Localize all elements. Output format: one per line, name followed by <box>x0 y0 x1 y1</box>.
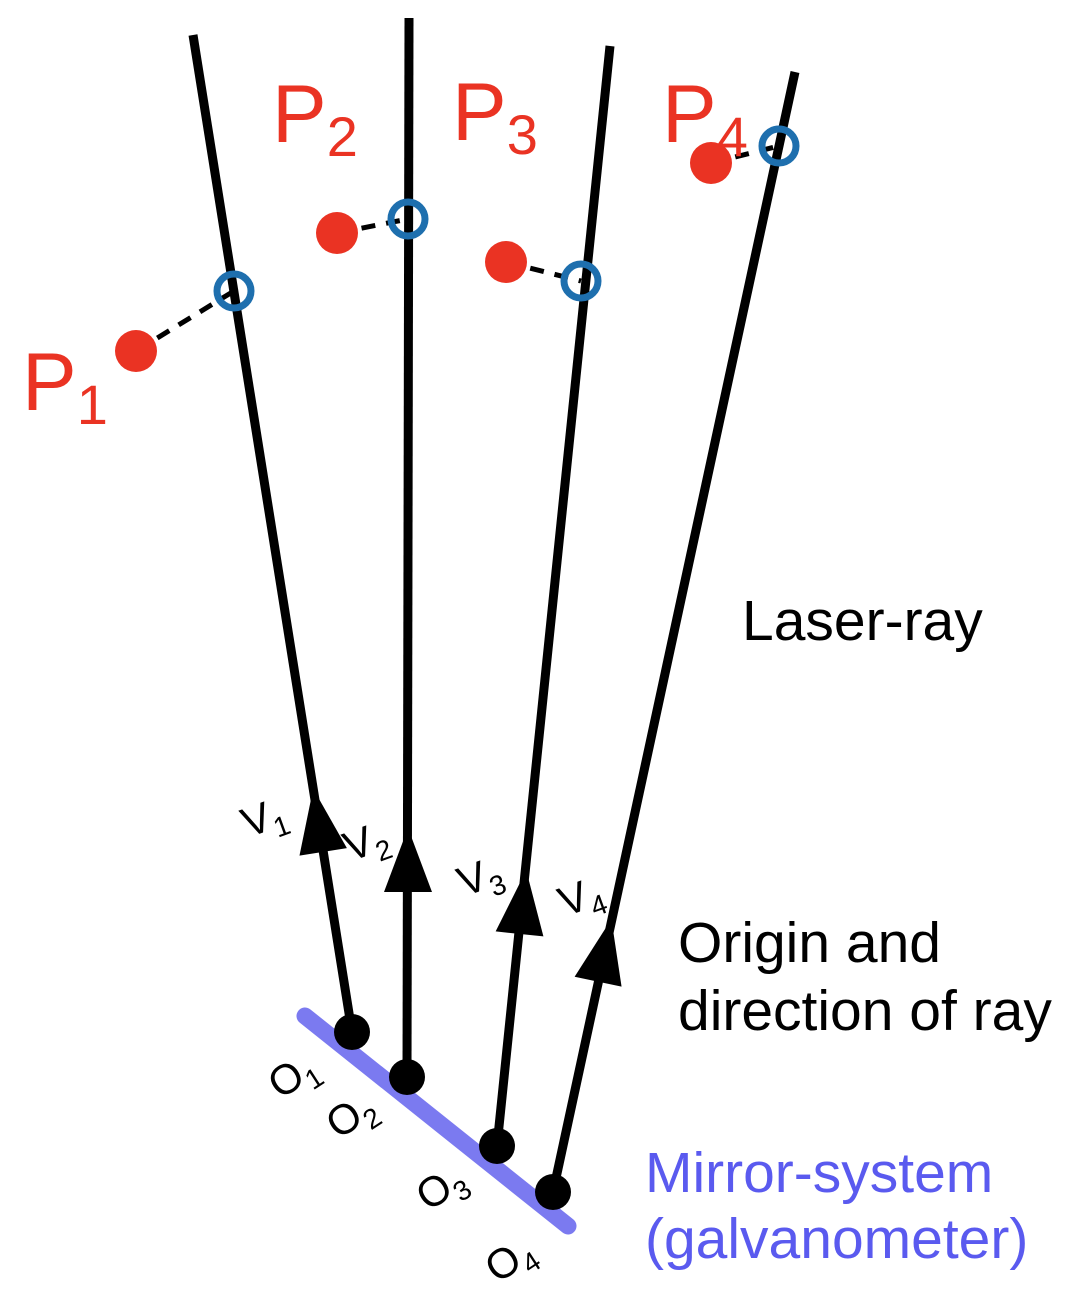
laser-ray-4 <box>548 71 800 1193</box>
direction-arrow-v2 <box>384 828 432 892</box>
mirror-system-line <box>296 1007 577 1235</box>
target-point-p1 <box>115 330 157 372</box>
origin-annotation-line2: direction of ray <box>678 979 1052 1043</box>
mirror-annotation-line1: Mirror-system <box>645 1141 993 1205</box>
direction-arrow-v4 <box>574 919 622 987</box>
laser-ray-1 <box>188 34 357 1033</box>
direction-label-v3: V3 <box>451 846 510 912</box>
closest-point-ring-1 <box>213 270 255 312</box>
laser-ray-2 <box>402 17 414 1078</box>
point-label-p3: P3 <box>452 67 538 166</box>
direction-label-v1: V1 <box>235 787 294 853</box>
closest-point-ring-3 <box>560 260 602 302</box>
direction-arrow-v3 <box>495 870 544 937</box>
target-point-p2 <box>316 212 358 254</box>
point-label-p1: P1 <box>22 337 108 436</box>
connector-p1 <box>134 288 236 354</box>
target-point-p3 <box>485 241 527 283</box>
origin-annotation-line1: Origin and <box>678 911 941 975</box>
origin-label-o1: O1 <box>259 1042 329 1114</box>
direction-label-v4: V4 <box>552 866 611 932</box>
origin-dot-o4 <box>535 1174 571 1210</box>
direction-label-v2: V2 <box>337 811 396 877</box>
origin-dot-o3 <box>479 1128 515 1164</box>
closest-point-ring-2 <box>387 198 429 240</box>
origin-dot-o1 <box>334 1014 370 1050</box>
direction-arrow-v1 <box>299 788 347 856</box>
target-point-p4 <box>690 142 732 184</box>
point-label-p2: P2 <box>272 69 358 168</box>
laser-ray-annotation: Laser-ray <box>742 589 983 653</box>
mirror-annotation-line2: (galvanometer) <box>645 1207 1028 1271</box>
origin-label-o4: O4 <box>476 1226 546 1298</box>
closest-point-ring-4 <box>758 125 800 167</box>
origin-label-o3: O3 <box>407 1154 477 1226</box>
origin-label-o2: O2 <box>317 1082 387 1154</box>
laser-ray-3 <box>492 45 615 1147</box>
origin-dot-o2 <box>389 1059 425 1095</box>
point-label-p4: P4 <box>662 69 748 168</box>
